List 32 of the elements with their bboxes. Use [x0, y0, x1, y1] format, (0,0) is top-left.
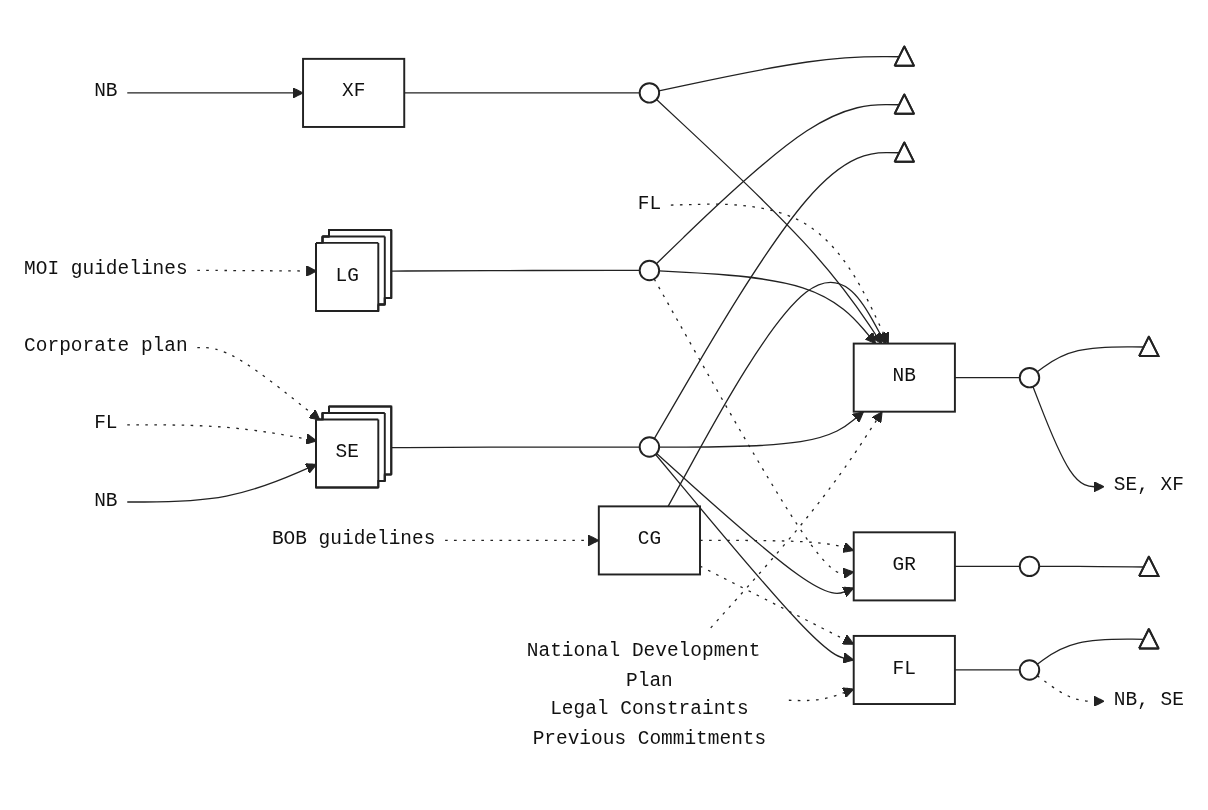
node-circle: [1018, 659, 1041, 681]
node-text: NB: [94, 80, 118, 103]
node-text: BOB guidelines: [271, 528, 436, 551]
node-text: National Development Plan Legal Constraints Previous Commitments: [526, 639, 767, 750]
node-circle: [638, 82, 661, 104]
node-box: FL: [852, 634, 956, 705]
arrow: [126, 423, 318, 445]
node-text: SE, XF: [1113, 474, 1184, 497]
arrow: [126, 87, 304, 99]
node-text: NB, SE: [1113, 689, 1184, 712]
arrow: [670, 203, 890, 344]
node-text: NB: [94, 489, 118, 512]
arrow: [196, 265, 318, 277]
node-circle: [1018, 555, 1041, 577]
arrow: [710, 410, 883, 629]
node-circle: [638, 436, 661, 458]
arrow: [655, 98, 883, 344]
node-box: NB: [852, 342, 956, 413]
node-text: FL: [94, 412, 118, 435]
arrow: [1032, 385, 1105, 493]
node-text: MOI guidelines: [24, 258, 188, 281]
node-circle: [1018, 366, 1041, 389]
arrow: [126, 463, 318, 503]
node-box: GR: [852, 531, 956, 602]
node-box: XF: [302, 57, 406, 128]
node-circle: [638, 259, 661, 281]
node-box: CG: [597, 505, 701, 576]
arrow: [1036, 674, 1105, 707]
node-text: Corporate plan: [24, 335, 188, 358]
node-text: FL: [637, 193, 662, 216]
arrow: [667, 281, 887, 507]
arrow: [196, 346, 321, 421]
